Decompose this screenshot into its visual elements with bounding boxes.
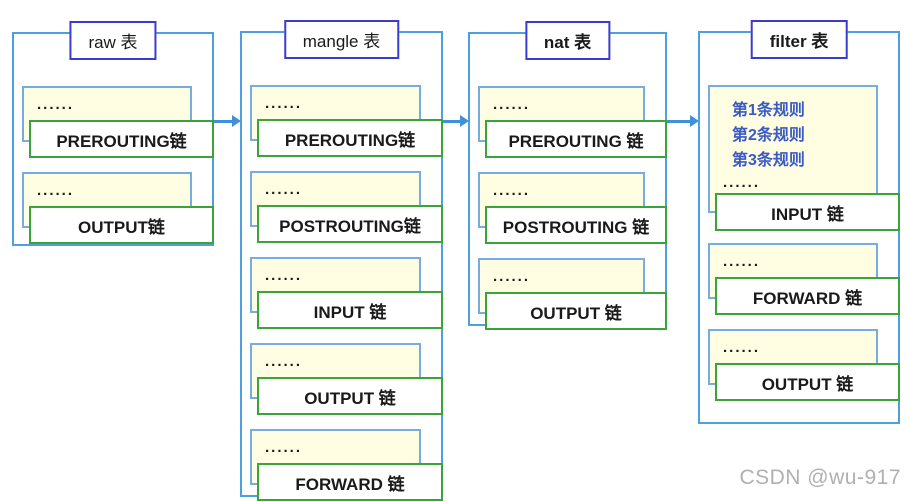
flow-arrow-nat-to-filter (667, 113, 699, 129)
dots-label: ...... (723, 253, 761, 270)
chain-group-raw-prerouting: ...... PREROUTING链 (22, 86, 214, 160)
table-filter: filter 表 第1条规则 第2条规则 第3条规则 ...... INPUT … (698, 20, 900, 424)
dots-label: ...... (493, 268, 531, 285)
table-raw-title: raw 表 (69, 21, 157, 60)
chain-group-nat-prerouting: ...... PREROUTING 链 (478, 86, 667, 160)
table-filter-title: filter 表 (750, 20, 848, 59)
dots-label: ...... (723, 339, 761, 356)
table-nat-title: nat 表 (524, 21, 611, 60)
rules-list: 第1条规则 第2条规则 第3条规则 (710, 87, 876, 173)
chain-label: FORWARD 链 (752, 288, 863, 308)
chain-box: PREROUTING链 (29, 120, 214, 158)
arrow-line (667, 120, 691, 123)
chain-label: PREROUTING 链 (508, 131, 644, 151)
chain-box: FORWARD 链 (257, 463, 443, 501)
dots-label: ...... (265, 353, 303, 370)
chain-label: OUTPUT 链 (304, 388, 396, 408)
chain-box: POSTROUTING 链 (485, 206, 667, 244)
flow-arrow-mangle-to-nat (443, 113, 469, 129)
chain-box: OUTPUT链 (29, 206, 214, 244)
chain-box: PREROUTING链 (257, 119, 443, 157)
arrow-line (214, 120, 233, 123)
chain-group-raw-output: ...... OUTPUT链 (22, 172, 214, 246)
dots-label: ...... (37, 182, 75, 199)
flow-arrow-raw-to-mangle (214, 113, 241, 129)
rule-placeholder-box: 第1条规则 第2条规则 第3条规则 ...... (708, 85, 878, 213)
rule-line: 第3条规则 (732, 152, 805, 169)
table-mangle: mangle 表 ...... PREROUTING链 ...... POSTR… (240, 20, 443, 501)
dots-label: ...... (265, 439, 303, 456)
chain-group-nat-output: ...... OUTPUT 链 (478, 258, 667, 332)
chain-label: POSTROUTING 链 (502, 217, 650, 237)
table-nat: nat 表 ...... PREROUTING 链 ...... POSTROU… (468, 21, 667, 330)
dots-label: ...... (265, 181, 303, 198)
chain-label: INPUT 链 (313, 302, 387, 322)
chain-box: POSTROUTING链 (257, 205, 443, 243)
chain-group-mangle-output: ...... OUTPUT 链 (250, 343, 443, 417)
chain-group-mangle-forward: ...... FORWARD 链 (250, 429, 443, 502)
chain-label: OUTPUT链 (78, 217, 165, 237)
chain-box: FORWARD 链 (715, 277, 900, 315)
chain-label: POSTROUTING链 (279, 216, 421, 236)
chain-box: INPUT 链 (715, 193, 900, 231)
dots-label: ...... (37, 96, 75, 113)
dots-label: ...... (723, 174, 761, 191)
chain-group-filter-forward: ...... FORWARD 链 (708, 243, 900, 317)
chain-label: INPUT 链 (771, 204, 844, 224)
chain-label: PREROUTING链 (284, 130, 416, 150)
chain-box: INPUT 链 (257, 291, 443, 329)
chain-group-filter-output: ...... OUTPUT 链 (708, 329, 900, 403)
chain-box: OUTPUT 链 (715, 363, 900, 401)
arrow-head-icon (690, 115, 699, 127)
chain-label: FORWARD 链 (295, 474, 405, 494)
chain-group-mangle-prerouting: ...... PREROUTING链 (250, 85, 443, 159)
chain-group-filter-input: 第1条规则 第2条规则 第3条规则 ...... INPUT 链 (708, 85, 900, 231)
dots-label: ...... (265, 267, 303, 284)
chain-group-mangle-input: ...... INPUT 链 (250, 257, 443, 331)
arrow-head-icon (460, 115, 469, 127)
chain-box: OUTPUT 链 (257, 377, 443, 415)
chain-box: OUTPUT 链 (485, 292, 667, 330)
dots-label: ...... (493, 182, 531, 199)
rule-line: 第2条规则 (732, 127, 805, 144)
arrow-head-icon (232, 115, 241, 127)
chain-group-nat-postrouting: ...... POSTROUTING 链 (478, 172, 667, 246)
chain-label: OUTPUT 链 (530, 303, 622, 323)
dots-label: ...... (265, 95, 303, 112)
table-raw: raw 表 ...... PREROUTING链 ...... OUTPUT链 (12, 21, 214, 246)
csdn-watermark: CSDN @wu-917 (739, 466, 901, 489)
chain-label: OUTPUT 链 (761, 374, 854, 394)
chain-box: PREROUTING 链 (485, 120, 667, 158)
arrow-line (443, 120, 461, 123)
rule-line: 第1条规则 (732, 102, 805, 119)
dots-label: ...... (493, 96, 531, 113)
chain-group-mangle-postrouting: ...... POSTROUTING链 (250, 171, 443, 245)
table-mangle-title: mangle 表 (283, 20, 400, 59)
chain-label: PREROUTING链 (56, 131, 187, 151)
